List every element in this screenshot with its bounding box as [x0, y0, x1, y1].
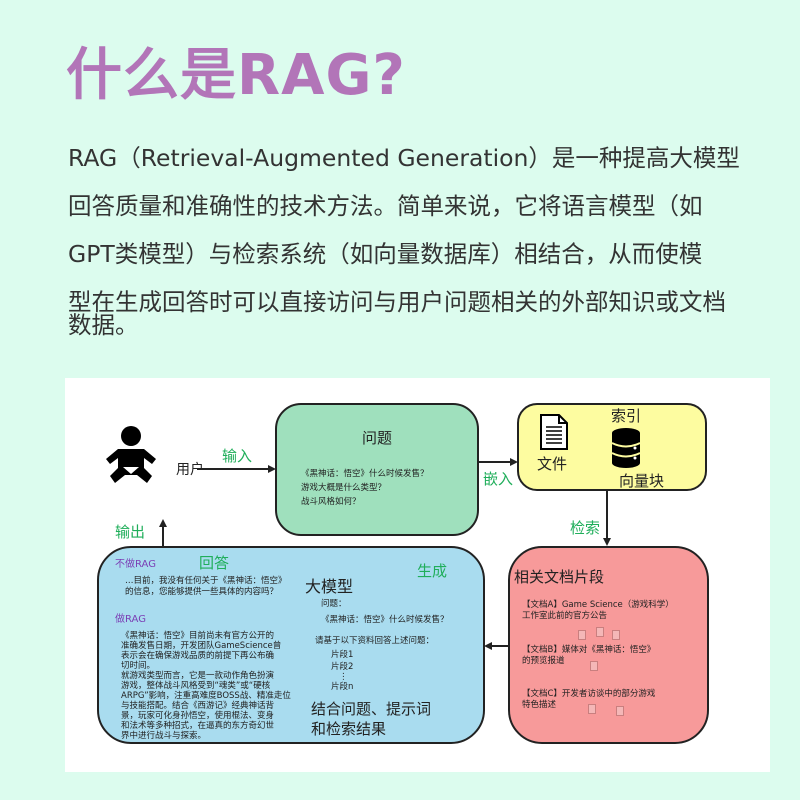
docs-title: 相关文档片段 — [514, 568, 605, 586]
database-icon — [611, 428, 641, 468]
document-icon — [612, 630, 620, 640]
rag-text-line: 和法术等多种招式，在逼真的东方奇幻世 — [121, 721, 275, 731]
arrowhead — [603, 538, 611, 546]
document-icon — [596, 627, 604, 637]
combine-text: 结合问题、提示词 — [311, 700, 432, 718]
doc-c: 【文档C】开发者访谈中的部分游戏 — [522, 689, 656, 699]
user-label: 用户 — [176, 462, 204, 478]
input-edge-label: 输入 — [222, 447, 253, 465]
rag-text-line: 表示会在确保游戏品质的前提下再公布确 — [121, 651, 275, 661]
doc-b: 【文档B】媒体对《黑神话：悟空》 — [522, 645, 656, 655]
page-title: 什么是RAG? — [66, 43, 406, 108]
intro-line: 型在生成回答时可以直接访问与用户问题相关的外部知识或文档 — [68, 288, 726, 316]
doc-a: 工作室此前的官方公告 — [522, 611, 608, 621]
output-edge-label: 输出 — [115, 523, 146, 541]
retrieve-arrow — [606, 491, 608, 539]
arrowhead — [268, 465, 276, 473]
arrowhead — [510, 458, 518, 466]
question-line: 《黑神话：悟空》什么时候发售？ — [301, 469, 429, 479]
rag-text-line: 游戏，整体战斗风格受到“魂类”或“硬核 — [121, 681, 271, 691]
index-box: 索引 文件 向量块 — [517, 403, 707, 491]
doc-a: 【文档A】Game Science（游戏科学） — [522, 600, 674, 610]
chunk: 片段2 — [331, 662, 354, 672]
question-box: 问题 《黑神话：悟空》什么时候发售？ 游戏大概是什么类型？ 战斗风格如何？ — [275, 403, 479, 536]
rag-text-line: 界中进行战斗与探索。 — [121, 731, 207, 741]
baby-icon — [106, 426, 156, 483]
no-rag-label: 不做RAG — [115, 559, 156, 570]
generate-label: 生成 — [417, 562, 448, 580]
intro-line: 数据。 — [68, 311, 139, 339]
rag-text-line: 切时间。 — [121, 661, 156, 671]
answer-box: 不做RAG 回答 生成 …目前，我没有任何关于《黑神话：悟空》 的信息，您能够提… — [97, 546, 485, 744]
chunk-ellipsis: ⋮ — [339, 672, 348, 682]
rag-label: 做RAG — [115, 614, 146, 625]
arrowhead — [159, 519, 167, 527]
answer-title: 回答 — [199, 554, 230, 572]
index-title: 索引 — [611, 407, 642, 425]
chunk: 片段1 — [331, 650, 354, 660]
question-title: 问题 — [361, 429, 392, 447]
output-arrow — [162, 526, 164, 546]
question-line: 战斗风格如何？ — [301, 497, 361, 507]
rag-text-line: 《黑神话：悟空》目前尚未有官方公开的 — [121, 631, 275, 641]
arrowhead — [484, 642, 492, 650]
document-icon — [588, 704, 596, 714]
rag-text-line: 准确发售日期，开发团队GameScience曾 — [121, 641, 282, 651]
no-rag-text: 的信息，您能够提供一些具体的内容吗？ — [125, 587, 279, 597]
rag-text-line: 就游戏类型而言，它是一款动作角色扮演 — [121, 671, 275, 681]
doc-b: 的预览报道 — [522, 656, 565, 666]
document-icon — [578, 630, 586, 640]
rag-text-line: 与技能搭配。结合《西游记》经典神话背 — [121, 701, 275, 711]
question-line: 游戏大概是什么类型？ — [301, 483, 387, 493]
prompt-instruction: 请基于以下资料回答上述问题： — [315, 636, 435, 646]
prompt-question: 《黑神话：悟空》什么时候发售？ — [321, 615, 449, 625]
embed-arrow — [479, 461, 511, 463]
chunk: 片段n — [331, 682, 354, 692]
no-rag-text: …目前，我没有任何关于《黑神话：悟空》 — [125, 576, 287, 586]
document-icon — [590, 661, 598, 671]
llm-title: 大模型 — [305, 577, 354, 596]
intro-line: RAG（Retrieval-Augmented Generation）是一种提高… — [68, 144, 740, 172]
prompt-question-label: 问题： — [321, 599, 347, 609]
combine-text: 和检索结果 — [311, 720, 387, 738]
retrieve-edge-label: 检索 — [570, 519, 601, 537]
doc-c: 特色描述 — [522, 700, 557, 710]
intro-line: GPT类模型）与检索系统（如向量数据库）相结合，从而使模 — [68, 240, 703, 268]
intro-line: 回答质量和准确性的技术方法。简单来说，它将语言模型（如 — [68, 192, 703, 220]
input-arrow — [197, 468, 269, 470]
document-icon — [616, 706, 624, 716]
embed-edge-label: 嵌入 — [483, 470, 514, 488]
file-label: 文件 — [537, 455, 568, 473]
rag-text-line: 景，玩家可化身孙悟空，使用棍法、变身 — [121, 711, 275, 721]
rag-text-line: ARPG”影响，注重高难度BOSS战、精准走位 — [121, 691, 291, 701]
docs-box: 相关文档片段 【文档A】Game Science（游戏科学） 工作室此前的官方公… — [508, 546, 709, 744]
docs-to-llm-arrow — [490, 645, 508, 647]
document-icon — [540, 414, 568, 450]
vector-label: 向量块 — [619, 472, 665, 490]
